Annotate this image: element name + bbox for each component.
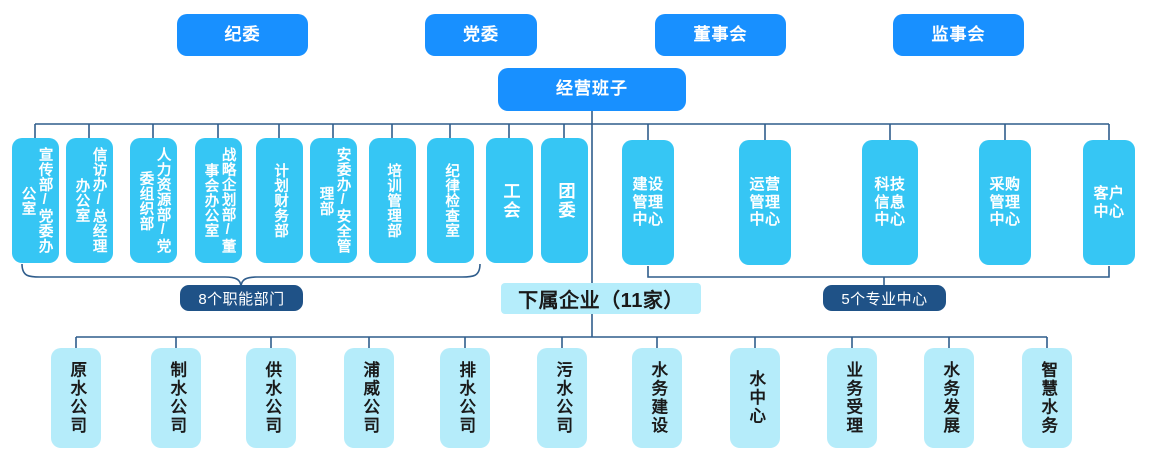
- department-node-safety[interactable]: 安委办/安全管理部: [310, 138, 357, 263]
- center-line: 中心: [874, 211, 906, 229]
- center-node-customer[interactable]: 客户 中心: [1083, 140, 1135, 265]
- subsidiary-node-puwei[interactable]: 浦威公司: [344, 348, 394, 448]
- subsidiary-node-raw-water[interactable]: 原水公司: [51, 348, 101, 448]
- center-node-technology[interactable]: 科技 信息 中心: [862, 140, 918, 265]
- center-line: 中心: [749, 211, 781, 229]
- center-line: 管理: [749, 193, 781, 211]
- center-node-operations[interactable]: 运营 管理 中心: [739, 140, 791, 265]
- group-label-professional-centers: 5个专业中心: [823, 285, 946, 311]
- subsidiaries-header: 下属企业（11家）: [501, 283, 701, 314]
- subsidiary-node-water-development[interactable]: 水务发展: [924, 348, 974, 448]
- governance-node-discipline[interactable]: 纪委: [177, 14, 308, 56]
- center-line: 管理: [989, 193, 1021, 211]
- center-line: 建设: [632, 175, 664, 193]
- center-line: 信息: [874, 193, 906, 211]
- subsidiary-node-water-supply[interactable]: 供水公司: [246, 348, 296, 448]
- subsidiary-node-business-service[interactable]: 业务受理: [827, 348, 877, 448]
- center-line: 中心: [1093, 202, 1125, 220]
- subsidiary-node-water-center[interactable]: 水中心: [730, 348, 780, 448]
- subsidiary-node-water-construction[interactable]: 水务建设: [632, 348, 682, 448]
- department-node-hr[interactable]: 人力资源部/党委组织部: [130, 138, 177, 263]
- center-node-construction[interactable]: 建设 管理 中心: [622, 140, 674, 265]
- center-line: 中心: [989, 211, 1021, 229]
- subsidiary-node-water-production[interactable]: 制水公司: [151, 348, 201, 448]
- department-node-propaganda[interactable]: 宣传部/党委办公室: [12, 138, 59, 263]
- department-node-finance[interactable]: 计划财务部: [256, 138, 303, 263]
- center-line: 中心: [632, 211, 664, 229]
- department-node-strategy[interactable]: 战略企划部/董事会办公室: [195, 138, 242, 263]
- governance-node-board[interactable]: 董事会: [655, 14, 786, 56]
- subsidiary-node-smart-water[interactable]: 智慧水务: [1022, 348, 1072, 448]
- subsidiary-node-sewage[interactable]: 污水公司: [537, 348, 587, 448]
- mass-org-node-youth-league[interactable]: 团委: [541, 138, 588, 263]
- governance-node-supervisory[interactable]: 监事会: [893, 14, 1024, 56]
- center-line: 科技: [874, 175, 906, 193]
- center-line: 管理: [632, 193, 664, 211]
- department-node-training[interactable]: 培训管理部: [369, 138, 416, 263]
- center-node-procurement[interactable]: 采购 管理 中心: [979, 140, 1031, 265]
- center-line: 客户: [1093, 184, 1125, 202]
- department-node-inspection[interactable]: 纪律检查室: [427, 138, 474, 263]
- group-label-functional-departments: 8个职能部门: [180, 285, 303, 311]
- governance-node-party[interactable]: 党委: [425, 14, 537, 56]
- subsidiary-node-drainage[interactable]: 排水公司: [440, 348, 490, 448]
- department-node-petition[interactable]: 信访办/总经理办公室: [66, 138, 113, 263]
- mass-org-node-union[interactable]: 工会: [486, 138, 533, 263]
- executive-team-node[interactable]: 经营班子: [498, 68, 686, 111]
- center-line: 采购: [989, 175, 1021, 193]
- center-line: 运营: [749, 175, 781, 193]
